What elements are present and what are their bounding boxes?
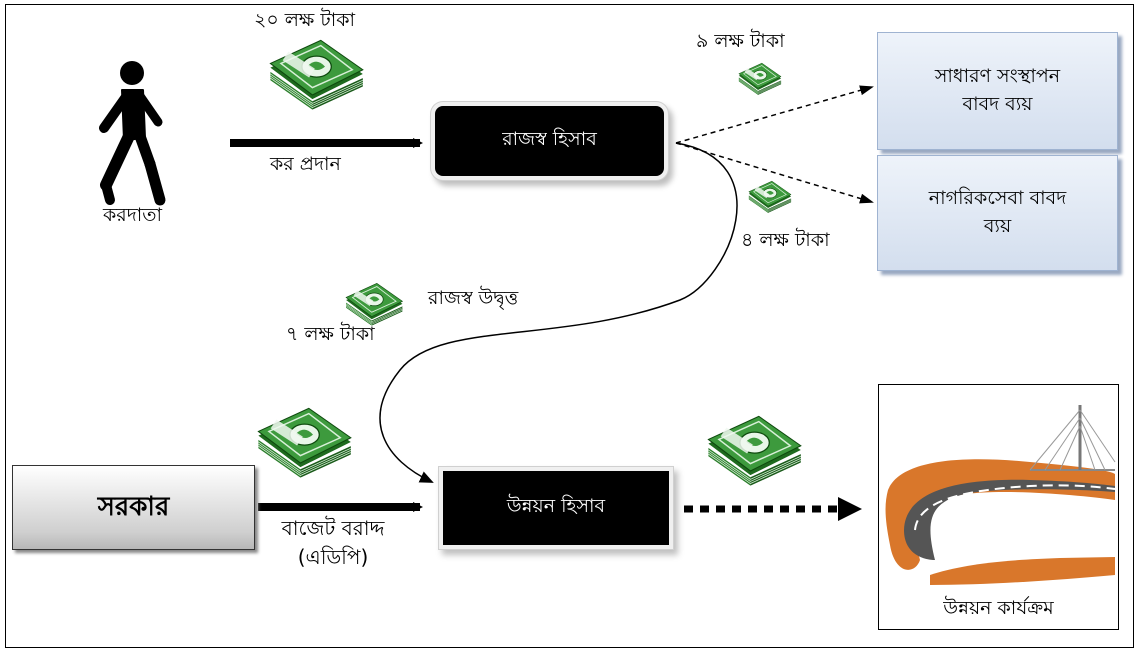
general-expense-arrow [675,85,874,144]
development-arrowhead [838,497,862,521]
taxpayer-label: করদাতা [103,204,163,226]
citizen-service-line1: নাগরিকসেবা বাবদ [928,187,1067,210]
government-box: সরকার [12,465,255,550]
general-expense-line1: সাধারণ সংস্থাপন [934,65,1061,88]
money-stack-icon [269,39,364,111]
tax-amount-label: ২০ লক্ষ টাকা [254,9,356,31]
citizen-service-amount: ৪ লক্ষ টাকা [741,229,830,251]
money-stack-icon [748,180,792,214]
development-account-box: উন্নয়ন হিসাব [443,471,669,545]
budget-line2: (এডিপি) [297,545,369,569]
development-account-label: উন্নয়ন হিসাব [506,495,606,517]
general-expense-amount: ৯ লক্ষ টাকা [696,30,785,52]
development-program-box [878,384,1119,630]
citizen-service-box: নাগরিকসেবা বাবদ ব্যয় [877,155,1118,271]
development-program-label: উন্নয়ন কার্যক্রম [943,597,1054,619]
citizen-service-arrow [675,142,874,204]
road-bridge-icon [885,405,1116,585]
budget-line1: বাজেট বরাদ্দ [281,516,385,540]
money-stack-icon [707,415,802,487]
tax-payment-label: কর প্রদান [270,153,341,175]
surplus-amount: ৭ লক্ষ টাকা [286,323,375,345]
general-expense-box: সাধারণ সংস্থাপন বাবদ ব্যয় [877,32,1118,150]
money-stack-icon [738,62,782,96]
revenue-account-label: রাজস্ব হিসাব [502,128,597,150]
surplus-curve-arrow [379,142,738,483]
government-label: সরকার [97,491,170,522]
surplus-label: রাজস্ব উদ্বৃত্ত [428,287,519,309]
budget-label: বাজেট বরাদ্দ (এডিপি) [258,514,408,572]
citizen-service-line2: ব্যয় [983,215,1012,237]
money-stack-icon [345,282,403,327]
money-stack-icon [257,407,352,479]
walking-person-icon [99,61,166,206]
revenue-account-box: রাজস্ব হিসাব [435,106,664,176]
diagram-frame [5,4,1134,648]
general-expense-line2: বাবদ ব্যয় [962,93,1033,115]
